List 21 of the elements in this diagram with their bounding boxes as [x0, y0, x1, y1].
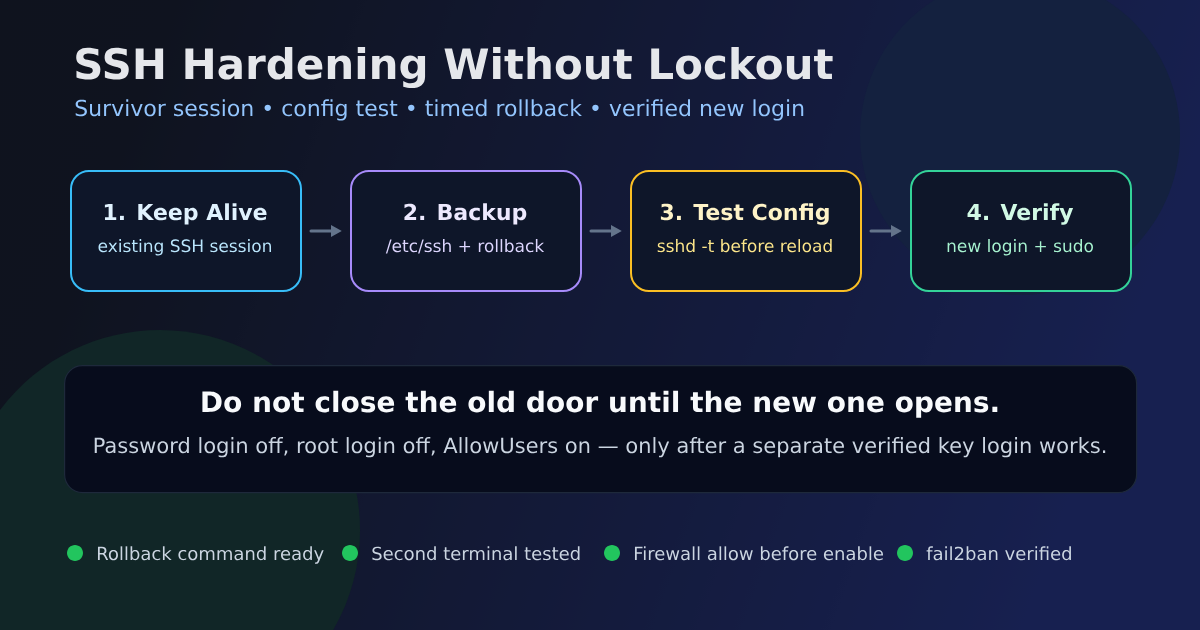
step-title: 4. Verify [967, 203, 1074, 225]
subtitle: Survivor session • config test • timed rollback • verified new login [75, 99, 804, 121]
checklist-item: fail2ban verified [926, 546, 1071, 561]
step-box [350, 170, 582, 292]
step-description: sshd -t before reload [657, 239, 832, 253]
step-description: new login + sudo [947, 239, 1093, 256]
callout-heading: Do not close the old door until the new one opens. [202, 390, 998, 418]
step-box [630, 170, 862, 292]
step-box [70, 170, 302, 292]
step-description: /etc/ssh + rollback [385, 239, 545, 254]
step-description: existing SSH session [98, 239, 271, 256]
page-title: SSH Hardening Without Lockout [76, 47, 833, 89]
step-title: 1. Keep Alive [104, 203, 267, 225]
callout-text: Password login off, root login off, AllowUsers on — only after a separate verified key login works. [94, 437, 1106, 458]
step-box [910, 170, 1132, 292]
checklist-item: Second terminal tested [372, 546, 580, 561]
step-title: 3. Test Config [660, 203, 829, 225]
callout-box [64, 365, 1138, 494]
checklist-item: Rollback command ready [98, 546, 324, 564]
checklist-item: Firewall allow before enable [635, 546, 883, 561]
step-title: 2. Backup [404, 203, 527, 225]
